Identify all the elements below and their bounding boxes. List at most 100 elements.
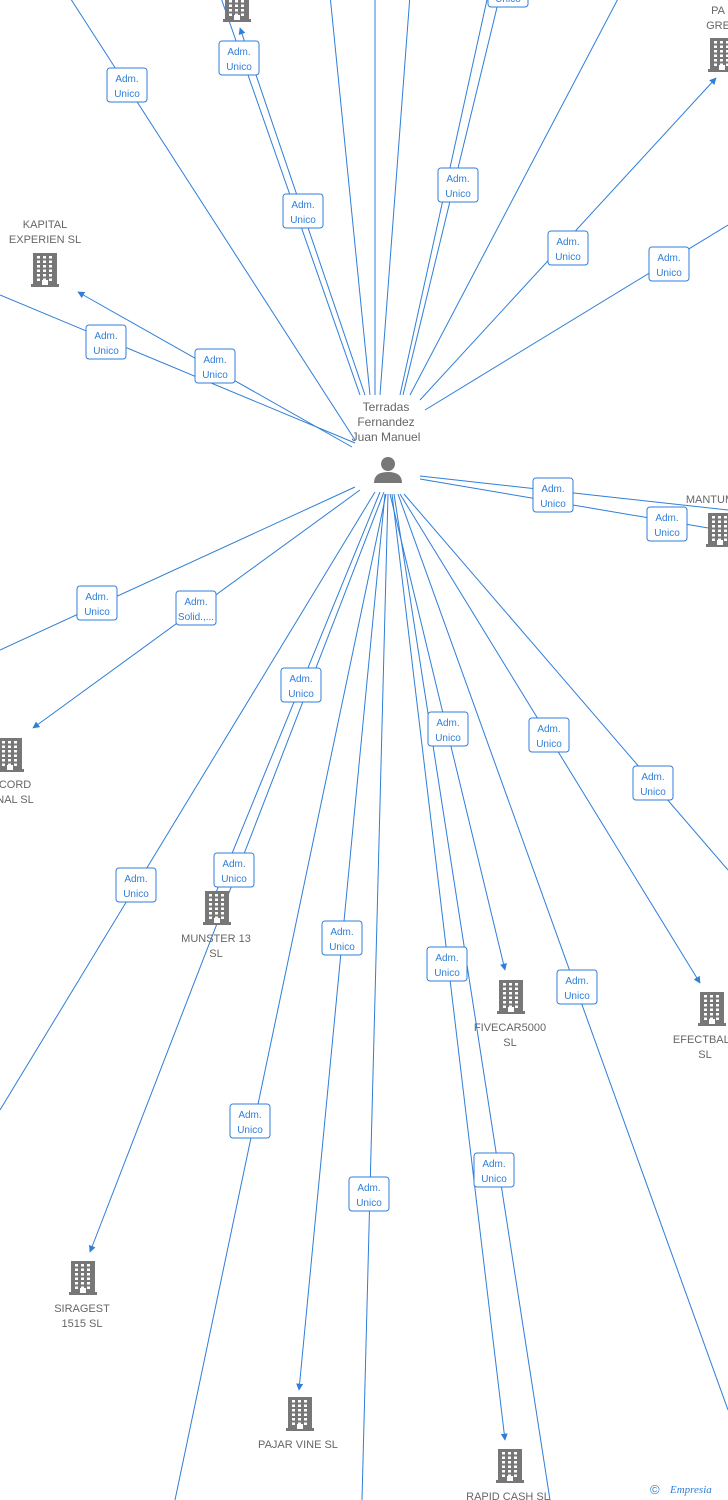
building-icon (708, 38, 728, 72)
role-label-box[interactable]: Adm.Unico (348, 1176, 390, 1212)
role-label-text: Unico (495, 0, 521, 5)
role-label-text: Unico (237, 1125, 263, 1136)
role-label-text: Unico (329, 942, 355, 953)
role-label-box[interactable]: Adm.Unico (194, 348, 236, 384)
role-label-text: Adm. (115, 74, 138, 85)
company-label: PA (711, 5, 726, 17)
brand-logo-text: Empresia (669, 1484, 712, 1496)
role-label-box[interactable]: Adm.Unico (229, 1103, 271, 1139)
company-node-mantum[interactable]: MANTUM (686, 494, 728, 547)
edge-line (379, 0, 411, 396)
role-label-text: Adm. (85, 592, 108, 603)
role-label-box[interactable]: Adm. Unico (427, 711, 469, 747)
company-label: SL (209, 948, 222, 960)
edge-line (0, 294, 356, 444)
role-label-box[interactable]: Adm.Unico (646, 506, 688, 542)
building-icon (69, 1261, 97, 1295)
role-label-text: Adm. (289, 674, 312, 685)
company-node-kapital[interactable]: KAPITAL EXPERIEN SL (9, 219, 81, 287)
role-label-box[interactable]: Adm.Unico (218, 40, 260, 76)
company-node-gre[interactable]: PA GRE (706, 5, 728, 72)
role-label-box[interactable]: Adm.Unico (106, 67, 148, 103)
role-label-text: Adm. (565, 976, 588, 987)
role-label-text: Adm. (482, 1159, 505, 1170)
edge-line (393, 493, 551, 1500)
edge-line (409, 0, 618, 396)
edge-line (419, 475, 728, 511)
role-label-box[interactable]: Adm. Unico (321, 920, 363, 956)
role-label-text: Unico (221, 874, 247, 885)
company-label: EFECTBALA (673, 1034, 728, 1046)
role-label-text: Adm. (436, 718, 459, 729)
role-label-text: Unico (226, 62, 252, 73)
role-label-box[interactable]: Adm.Unico (85, 324, 127, 360)
building-icon (0, 738, 24, 772)
role-label-box[interactable]: Adm. Unico (547, 230, 589, 266)
company-label: GRE (706, 20, 728, 32)
role-label-text: Adm. (291, 200, 314, 211)
role-label-box[interactable]: Adm.Unico (556, 969, 598, 1005)
person-icon (374, 457, 402, 483)
role-label-text: Unico (540, 499, 566, 510)
edge-line (174, 493, 387, 1500)
company-node-efectbala[interactable]: EFECTBALASL (673, 992, 728, 1061)
role-label-text: Solid.,... (178, 612, 214, 623)
company-label: EXPERIEN SL (9, 234, 81, 246)
roles-layer: Adm.UnicoAdm.UnicoAdm.UnicoAdm.UnicoAdm.… (76, 0, 690, 1212)
copyright-symbol: © (650, 1482, 660, 1497)
role-label-box[interactable]: Adm.Unico (632, 765, 674, 801)
role-label-text: Adm. (184, 597, 207, 608)
role-label-text: Unico (123, 889, 149, 900)
role-label-text: Adm. (330, 927, 353, 938)
role-label-box[interactable]: Adm.Unico (487, 0, 529, 8)
role-label-box[interactable]: Adm.Unico (437, 167, 479, 203)
role-label-text: Adm. (641, 772, 664, 783)
company-label: KAPITAL (23, 219, 67, 231)
role-label-box[interactable]: Adm.Unico (76, 585, 118, 621)
brand-watermark: © Empresia (650, 1482, 712, 1497)
company-node-rapid[interactable]: RAPID CASH SL (466, 1449, 550, 1500)
company-label: CORD (0, 779, 31, 791)
role-label-box[interactable]: Adm.Unico (115, 867, 157, 903)
role-label-text: Adm. (357, 1183, 380, 1194)
company-node-top[interactable] (223, 0, 251, 22)
role-label-box[interactable]: Adm. Unico (528, 717, 570, 753)
role-label-text: Adm. (446, 174, 469, 185)
building-icon (698, 992, 726, 1026)
company-node-pajar[interactable]: PAJAR VINE SL (258, 1397, 338, 1451)
role-label-text: Unico (435, 733, 461, 744)
edge-line (403, 493, 728, 871)
role-label-box[interactable]: Adm. Unico (473, 1152, 515, 1188)
edge-line (397, 493, 728, 1411)
role-label-text: Adm. (541, 484, 564, 495)
role-label-text: Adm. (203, 355, 226, 366)
role-label-box[interactable]: Adm.Unico (648, 246, 690, 282)
role-label-text: Adm. (556, 237, 579, 248)
company-label: MANTUM (686, 494, 728, 506)
person-name-label: Fernandez (357, 415, 414, 429)
role-label-box[interactable]: Adm. Solid.,... (175, 590, 217, 626)
role-label-box[interactable]: Adm.Unico (282, 193, 324, 229)
role-label-text: Unico (654, 528, 680, 539)
role-label-box[interactable]: Adm.Unico (213, 852, 255, 888)
edge-line (0, 486, 356, 651)
role-label-box[interactable]: Adm. Unico (532, 477, 574, 513)
role-label-box[interactable]: Adm.Unico (426, 946, 468, 982)
role-label-text: Unico (481, 1174, 507, 1185)
role-label-text: Unico (434, 968, 460, 979)
role-label-text: Adm. (537, 724, 560, 735)
edge-line (329, 0, 371, 396)
building-icon (497, 980, 525, 1014)
role-label-box[interactable]: Adm.Unico (280, 667, 322, 703)
role-label-text: Unico (536, 739, 562, 750)
role-label-text: Unico (555, 252, 581, 263)
company-label: SL (503, 1037, 516, 1049)
role-label-text: Unico (656, 268, 682, 279)
